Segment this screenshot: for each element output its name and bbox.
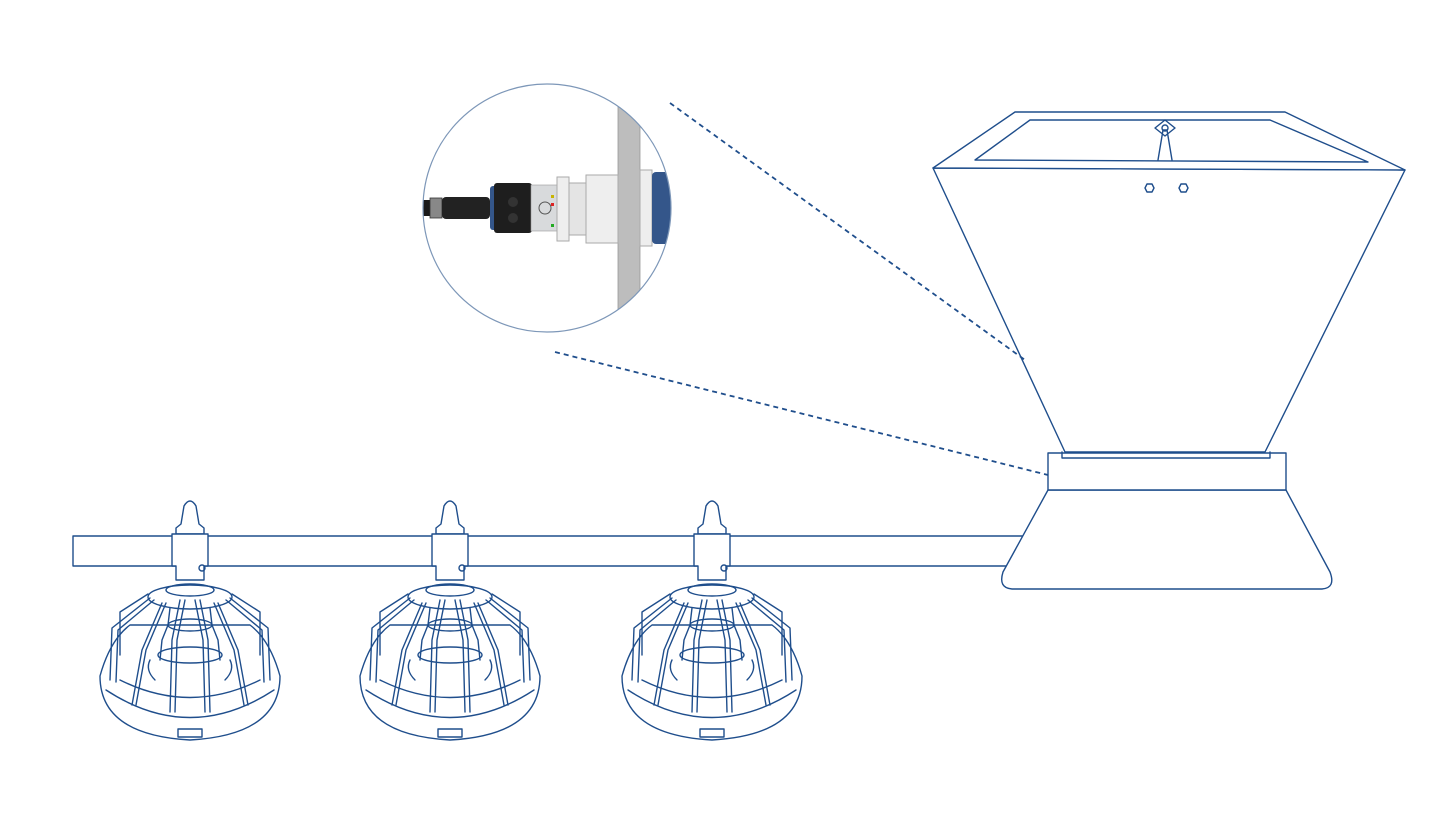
feed-hopper bbox=[932, 111, 1406, 590]
sensor-head bbox=[652, 172, 671, 244]
sensor-callout bbox=[422, 83, 672, 333]
hopper-wall bbox=[617, 84, 641, 332]
feed-pipe bbox=[72, 535, 1031, 567]
callout-line bbox=[669, 102, 1026, 361]
callout-line bbox=[554, 351, 1049, 476]
pan-feeder bbox=[99, 500, 281, 741]
pan-feeder bbox=[359, 500, 541, 741]
pan-feeder bbox=[621, 500, 803, 741]
connector bbox=[494, 183, 532, 233]
